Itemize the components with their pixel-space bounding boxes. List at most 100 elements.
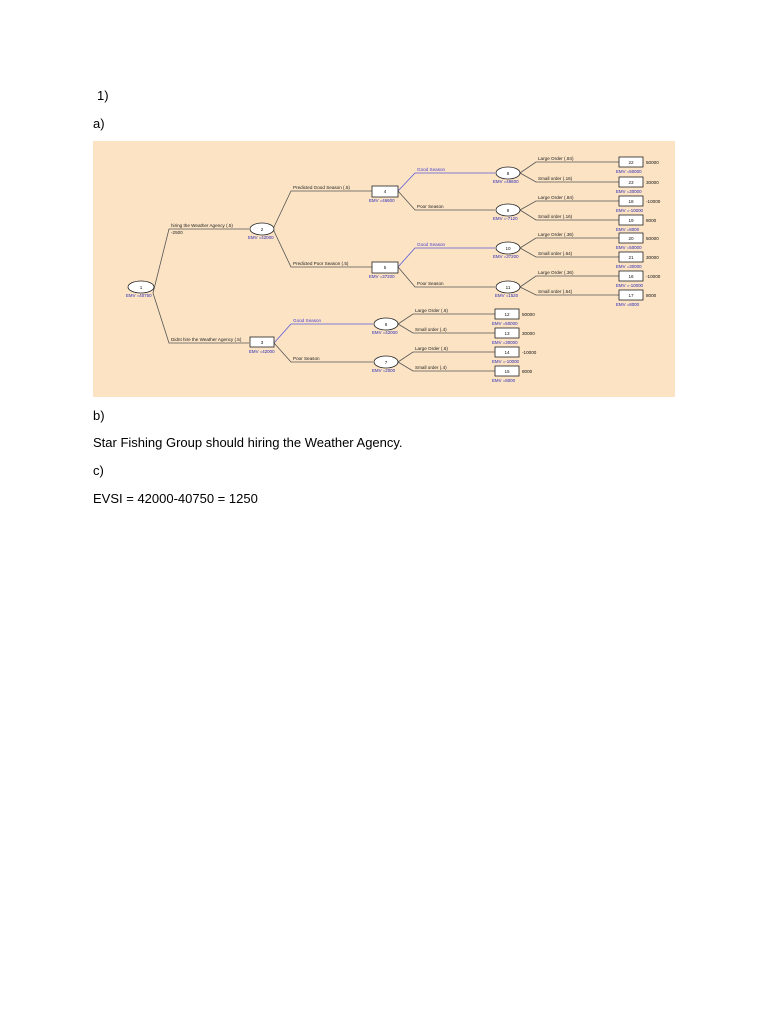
leaf-payoff: -10000: [646, 199, 661, 204]
decision-node-4: [371, 185, 399, 198]
leaf-emv: EMV =50000: [616, 169, 642, 174]
branch-hire-cost: -2500: [171, 230, 183, 235]
branch-small-64-b: Small order (.64): [538, 289, 573, 294]
chance-node-10: [495, 241, 521, 255]
leaf-box: [494, 346, 520, 358]
leaf-payoff: -10000: [522, 350, 537, 355]
branch-hire-label: hiring the Weather Agency (.5): [171, 223, 233, 228]
leaf-emv: EMV =50000: [616, 245, 642, 250]
edge-l16: [519, 275, 619, 288]
leaf-emv: EMV =-10000: [616, 283, 644, 288]
branch-good-season-5: Good Season: [417, 242, 446, 247]
edge-l22: [519, 161, 619, 174]
edge-l13: [397, 323, 495, 334]
edge-good-season-5: [397, 247, 495, 268]
edge-l17: [519, 286, 619, 296]
leaf-id: 15: [504, 369, 510, 374]
leaf-payoff: 8000: [646, 218, 657, 223]
node-7-id: 7: [385, 360, 388, 365]
leaf-id: 21: [628, 255, 634, 260]
node-2-id: 2: [261, 227, 264, 232]
question-number: 1): [97, 88, 109, 103]
node-4-id: 4: [384, 189, 387, 194]
node-8-emv: EMV =46600: [493, 179, 519, 184]
node-6-id: 6: [385, 322, 388, 327]
leaf-emv: EMV =-10000: [616, 208, 644, 213]
edge-l15: [397, 361, 495, 372]
decision-node-5: [371, 261, 399, 274]
leaf-box: [618, 270, 644, 282]
part-c-answer: EVSI = 42000-40750 = 1250: [93, 491, 258, 506]
leaf-id: 19: [628, 218, 634, 223]
leaf-box: [494, 327, 520, 339]
leaf-id: 23: [628, 180, 634, 185]
leaf-payoff: 50000: [646, 236, 659, 241]
leaf-emv: EMV =8000: [492, 378, 516, 383]
chance-node-2: [249, 222, 275, 236]
part-b-label: b): [93, 408, 105, 423]
part-c-label: c): [93, 463, 104, 478]
leaf-id: 12: [504, 312, 510, 317]
leaf-payoff: 30000: [646, 180, 659, 185]
decision-node-3: [249, 336, 275, 348]
leaf-emv: EMV =30000: [616, 189, 642, 194]
node-6-emv: EMV =42000: [372, 330, 398, 335]
branch-pred-good-label: Predicted Good Season (.5): [293, 185, 350, 190]
branch-good-season-3: Good Season: [293, 318, 322, 323]
leaf-payoff: 8000: [646, 293, 657, 298]
node-11-emv: EMV =1520: [495, 293, 519, 298]
decision-tree-svg: 1 EMV =40750 2 EMV =42000 3 EMV =42000 4…: [126, 156, 661, 383]
leaf-box: [618, 195, 644, 207]
chance-node-6: [373, 317, 399, 331]
chance-node-7: [373, 355, 399, 369]
edge-good-season-4: [397, 172, 495, 192]
edge-pred-good: [272, 190, 372, 230]
edge-hire: [152, 228, 249, 294]
leaf-payoff: 8000: [522, 369, 533, 374]
node-9-id: 9: [507, 208, 510, 213]
edge-l23: [519, 172, 619, 183]
leaf-box: [618, 232, 644, 244]
leaf-id: 14: [504, 350, 510, 355]
leaf-id: 20: [628, 236, 634, 241]
edge-pred-poor: [272, 228, 372, 268]
edge-l14: [397, 351, 495, 363]
leaf-id: 18: [628, 199, 634, 204]
chance-node-11: [495, 280, 521, 294]
leaf-id: 22: [628, 160, 634, 165]
branch-nohire-label: Didnt hire the Weather Agency (.5): [171, 337, 242, 342]
chance-node-9: [495, 203, 521, 217]
leaf-box: [618, 289, 644, 301]
node-4-emv: EMV =46600: [369, 198, 395, 203]
node-3-emv: EMV =42000: [249, 349, 275, 354]
leaf-payoff: 50000: [646, 160, 659, 165]
branch-large-36-a: Large Order (.36): [538, 232, 574, 237]
branch-poor-season-3: Poor Season: [293, 356, 320, 361]
edge-l19: [519, 209, 619, 221]
branch-large-6-a: Large Order (.6): [415, 308, 448, 313]
leaf-box: [618, 214, 644, 226]
edge-l18: [519, 200, 619, 211]
edge-l12: [397, 313, 495, 325]
node-9-emv: EMV =-7120: [493, 216, 518, 221]
node-10-id: 10: [505, 246, 511, 251]
decision-tree-figure: 1 EMV =40750 2 EMV =42000 3 EMV =42000 4…: [93, 141, 675, 397]
node-5-id: 5: [384, 265, 387, 270]
leaf-box: [618, 251, 644, 263]
branch-large-84-b: Large Order (.84): [538, 195, 574, 200]
edge-poor-season-3: [273, 342, 373, 363]
node-5-emv: EMV =37200: [369, 274, 395, 279]
node-7-emv: EMV =2000: [372, 368, 396, 373]
node-8-id: 8: [507, 171, 510, 176]
edge-nohire: [152, 292, 249, 344]
branch-poor-season-5: Poor Season: [417, 281, 444, 286]
leaf-payoff: 30000: [522, 331, 535, 336]
